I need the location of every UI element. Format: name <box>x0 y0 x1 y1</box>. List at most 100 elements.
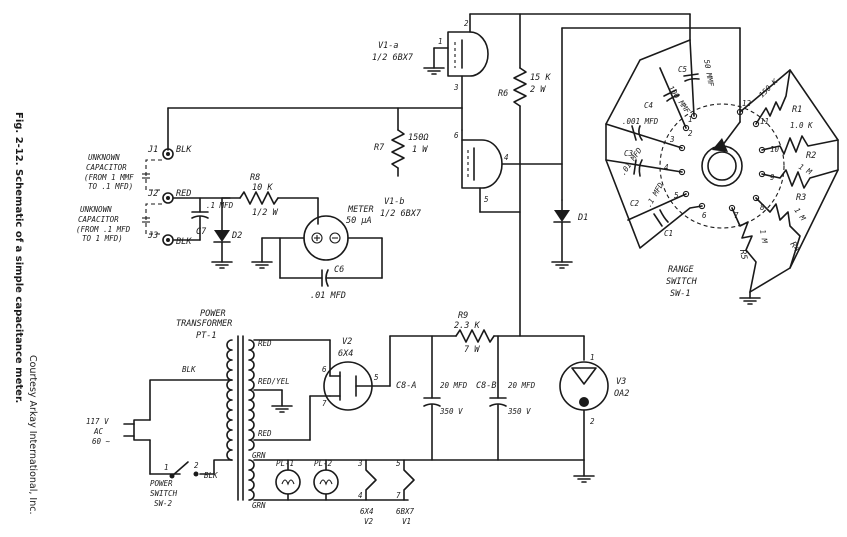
svg-text:1/2 W: 1/2 W <box>252 208 278 218</box>
svg-text:1 W: 1 W <box>412 145 428 155</box>
capacitor-c7: .1 MFD C7 <box>191 197 234 241</box>
range-switch-label: RANGE <box>668 265 694 275</box>
svg-text:5: 5 <box>674 191 679 200</box>
svg-text:2: 2 <box>590 417 595 426</box>
svg-text:PL-1: PL-1 <box>276 459 294 468</box>
svg-text:6: 6 <box>322 365 327 374</box>
v1a-pin-2: 2 <box>464 19 469 28</box>
svg-text:.001 MFD: .001 MFD <box>622 117 659 126</box>
svg-text:50 μA: 50 μA <box>346 216 372 226</box>
svg-text:BLK: BLK <box>176 145 192 155</box>
meter-50ua: METER 50 μA <box>251 205 383 279</box>
svg-text:UNKNOWN: UNKNOWN <box>80 205 112 214</box>
svg-text:SW-2: SW-2 <box>154 499 173 508</box>
svg-text:6X4: 6X4 <box>338 349 353 359</box>
svg-text:9: 9 <box>770 173 775 182</box>
svg-text:PL-2: PL-2 <box>314 459 333 468</box>
svg-text:150Ω: 150Ω <box>408 133 429 143</box>
svg-text:V2: V2 <box>364 517 374 526</box>
svg-text:117 V: 117 V <box>86 417 109 426</box>
svg-text:V1-b: V1-b <box>384 197 404 207</box>
svg-text:R3: R3 <box>796 193 806 203</box>
resistor-r7: R7 150Ω 1 W <box>374 129 429 177</box>
tube-v2: 6 5 7 V2 6X4 <box>253 335 391 441</box>
primary-circuit: 1 2 POWER SWITCH SW-2 117 V AC 60 ~ <box>86 379 233 508</box>
svg-text:OA2: OA2 <box>614 389 629 399</box>
svg-text:1: 1 <box>688 115 693 124</box>
svg-text:C8-A: C8-A <box>396 381 416 391</box>
diode-d2: D2 <box>211 197 242 269</box>
svg-text:20 MFD: 20 MFD <box>508 381 536 390</box>
v1a-name: V1-a <box>378 41 398 51</box>
svg-text:TO 1 MFD): TO 1 MFD) <box>82 234 123 243</box>
resistor-r8: R8 10 K 1/2 W <box>221 173 319 225</box>
svg-text:TO .1 MFD): TO .1 MFD) <box>88 182 133 191</box>
ground-bus <box>253 459 595 501</box>
svg-text:4: 4 <box>504 153 509 162</box>
svg-text:V3: V3 <box>616 377 626 387</box>
svg-text:C8-B: C8-B <box>476 381 496 391</box>
tube-heaters: 3 4 5 7 6X4 V2 6BX7 V1 <box>357 459 415 526</box>
svg-text:UNKNOWN: UNKNOWN <box>88 153 120 162</box>
diode-d1: D1 <box>551 199 588 269</box>
svg-text:CAPACITOR: CAPACITOR <box>86 163 127 172</box>
svg-text:BLK: BLK <box>182 365 196 374</box>
svg-text:7 W: 7 W <box>464 345 480 355</box>
svg-text:1: 1 <box>164 463 169 472</box>
svg-text:2: 2 <box>688 129 693 138</box>
svg-text:D2: D2 <box>231 231 242 241</box>
svg-text:C3: C3 <box>624 149 634 158</box>
v1a-pin-1: 1 <box>438 37 443 46</box>
svg-text:350 V: 350 V <box>507 407 531 416</box>
svg-text:BLK: BLK <box>176 237 192 247</box>
figure-credit: Courtesy Arkay International, Inc. <box>27 355 38 514</box>
svg-text:R8: R8 <box>250 173 260 183</box>
svg-text:6: 6 <box>454 131 459 140</box>
svg-text:PT-1: PT-1 <box>196 331 216 341</box>
svg-text:10 K: 10 K <box>252 183 273 193</box>
svg-text:R4: R4 <box>788 240 802 254</box>
svg-text:TRANSFORMER: TRANSFORMER <box>176 319 232 329</box>
svg-text:V2: V2 <box>342 337 352 347</box>
svg-text:C5: C5 <box>678 65 688 74</box>
svg-text:RED: RED <box>258 429 272 438</box>
svg-text:C7: C7 <box>196 227 207 237</box>
svg-text:J2: J2 <box>147 189 158 199</box>
v1a-pin-3: 3 <box>453 83 459 92</box>
svg-text:60 ~: 60 ~ <box>92 437 111 446</box>
svg-text:R6: R6 <box>498 89 508 99</box>
svg-text:RED: RED <box>176 189 191 199</box>
svg-text:AC: AC <box>93 427 104 436</box>
capacitor-c8a: C8-A 20 MFD 350 V <box>396 335 468 461</box>
svg-text:7: 7 <box>734 211 739 220</box>
svg-text:1 M: 1 M <box>758 229 769 244</box>
svg-text:20 MFD: 20 MFD <box>440 381 468 390</box>
svg-text:J3: J3 <box>147 231 158 241</box>
tube-v1a: 1 2 3 V1-a 1/2 6BX7 <box>372 13 489 109</box>
svg-text:2.3 K: 2.3 K <box>454 321 480 331</box>
capacitor-c6: C6 .01 MFD <box>279 265 383 301</box>
svg-text:15 K: 15 K <box>530 73 551 83</box>
svg-text:METER: METER <box>347 205 374 215</box>
svg-text:C4: C4 <box>644 101 653 110</box>
svg-text:R2: R2 <box>806 151 816 161</box>
svg-text:C6: C6 <box>334 265 344 275</box>
svg-text:C2: C2 <box>630 199 640 208</box>
resistor-r6: 15 K R6 2 W <box>498 67 551 337</box>
unknown-capacitor-labels: UNKNOWN CAPACITOR (FROM 1 MMF TO .1 MFD)… <box>76 153 134 243</box>
svg-text:R5: R5 <box>737 249 749 261</box>
svg-text:11: 11 <box>760 117 769 126</box>
resistor-r9: R9 2.3 K 7 W <box>389 311 585 361</box>
svg-text:12: 12 <box>742 99 752 108</box>
svg-text:CAPACITOR: CAPACITOR <box>78 215 119 224</box>
input-jacks: J1 BLK J2 RED J3 BLK <box>142 107 231 247</box>
range-switch-sw1: 1 2 3 4 5 6 7 8 9 10 11 12 <box>659 99 785 229</box>
svg-text:4: 4 <box>664 163 669 172</box>
svg-text:GRN: GRN <box>252 451 266 460</box>
svg-text:2 W: 2 W <box>530 85 546 95</box>
svg-text:SW-1: SW-1 <box>670 289 690 299</box>
svg-text:R9: R9 <box>458 311 468 321</box>
svg-text:5: 5 <box>484 195 489 204</box>
